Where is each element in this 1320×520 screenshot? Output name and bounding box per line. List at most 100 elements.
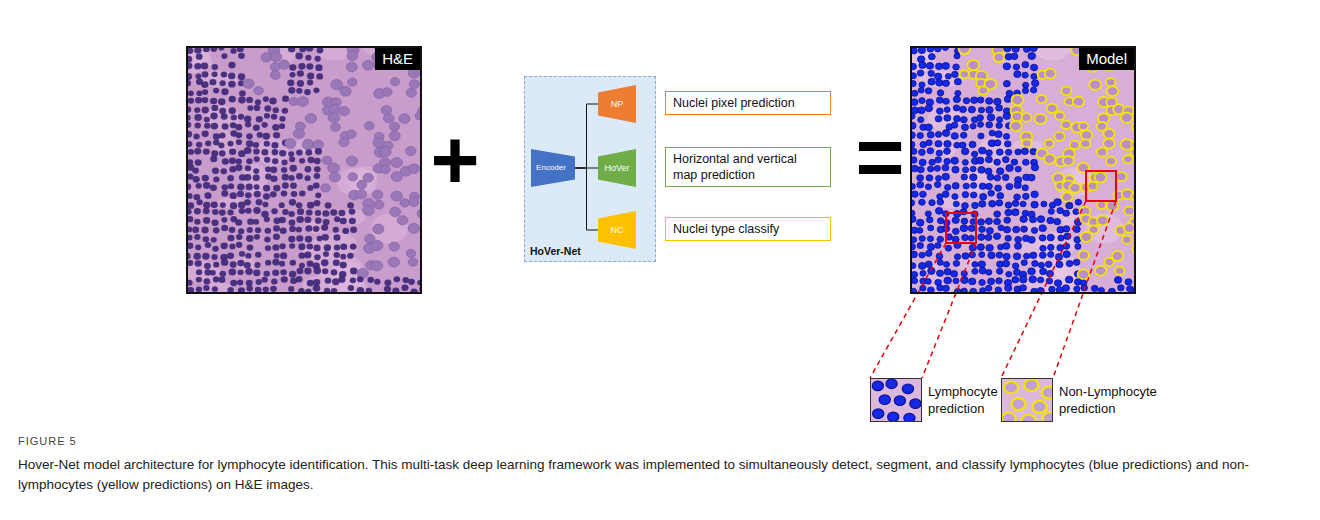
lymphocyte-nucleus bbox=[944, 140, 951, 147]
lymphocyte-nucleus bbox=[288, 151, 294, 157]
non-lymphocyte-nucleus bbox=[400, 199, 409, 207]
lymphocyte-nucleus bbox=[1030, 216, 1037, 222]
lymphocyte-nucleus bbox=[246, 235, 253, 242]
lymphocyte-nucleus bbox=[288, 236, 295, 243]
lymphocyte-nucleus bbox=[196, 142, 202, 148]
lymphocyte-nucleus bbox=[213, 88, 219, 94]
lymphocyte-nucleus bbox=[279, 116, 285, 122]
tissue-ground bbox=[910, 46, 1136, 294]
lymphocyte-nucleus bbox=[205, 242, 212, 248]
lymphocyte-nucleus bbox=[280, 228, 287, 234]
lymphocyte-nucleus bbox=[926, 175, 933, 181]
lymphocyte-nucleus bbox=[194, 148, 201, 155]
non-lymphocyte-nucleus bbox=[346, 156, 357, 166]
lymphocyte-nucleus bbox=[1023, 159, 1030, 165]
lymphocyte-nucleus bbox=[1038, 262, 1044, 268]
lymphocyte-nucleus bbox=[1022, 88, 1028, 94]
lymphocyte-nucleus bbox=[879, 395, 890, 405]
lymphocyte-nucleus bbox=[951, 71, 958, 77]
lymphocyte-nucleus bbox=[202, 89, 208, 95]
lymphocyte-nucleus bbox=[236, 234, 243, 240]
lymphocyte-nucleus bbox=[203, 285, 209, 291]
lymphocyte-nucleus bbox=[261, 149, 268, 155]
lymphocyte-nucleus bbox=[281, 167, 287, 173]
lymphocyte-nucleus bbox=[942, 165, 949, 171]
lymphocyte-nucleus bbox=[919, 236, 925, 242]
lymphocyte-nucleus bbox=[227, 141, 233, 147]
lymphocyte-nucleus bbox=[203, 148, 210, 154]
lymphocyte-nucleus bbox=[968, 225, 975, 231]
lymphocyte-nucleus bbox=[873, 409, 884, 419]
lymphocyte-nucleus bbox=[274, 253, 280, 259]
lymphocyte-nucleus bbox=[980, 194, 987, 201]
non-lymphocyte-nucleus bbox=[1124, 207, 1134, 216]
non-lymphocyte-nucleus bbox=[1073, 97, 1084, 107]
lymphocyte-nucleus bbox=[314, 166, 321, 172]
lymphocyte-nucleus bbox=[304, 216, 311, 222]
lymphocyte-nucleus bbox=[212, 286, 218, 292]
lymphocyte-nucleus bbox=[971, 97, 978, 104]
lymphocyte-nucleus bbox=[944, 148, 951, 154]
non-lymphocyte-nucleus bbox=[967, 60, 979, 70]
lymphocyte-nucleus bbox=[289, 220, 296, 226]
lymphocyte-nucleus bbox=[998, 225, 1004, 231]
non-lymphocyte-nucleus bbox=[1116, 172, 1126, 181]
non-lymphocyte-nucleus bbox=[389, 122, 399, 131]
lymphocyte-nucleus bbox=[334, 245, 340, 251]
lymphocyte-nucleus bbox=[917, 182, 924, 188]
lymphocyte-nucleus bbox=[986, 98, 993, 105]
lymphocyte-nucleus bbox=[204, 123, 211, 129]
lymphocyte-nucleus bbox=[306, 209, 313, 215]
lymphocyte-nucleus bbox=[350, 243, 357, 249]
lymphocyte-nucleus bbox=[945, 73, 951, 79]
lymphocyte-nucleus bbox=[349, 208, 356, 214]
lymphocyte-nucleus bbox=[196, 269, 202, 275]
non-lymphocyte-nucleus bbox=[1063, 156, 1074, 166]
lymphocyte-nucleus bbox=[925, 184, 931, 190]
lymphocyte-nucleus bbox=[937, 270, 944, 277]
lymphocyte-nucleus bbox=[1013, 226, 1020, 232]
lymphocyte-nucleus bbox=[253, 219, 259, 225]
lymphocyte-nucleus bbox=[1011, 53, 1018, 60]
lymphocyte-nucleus bbox=[928, 78, 935, 85]
lymphocyte-nucleus bbox=[1074, 286, 1080, 292]
non-lymphocyte-nucleus bbox=[348, 78, 358, 86]
lymphocyte-nucleus bbox=[314, 254, 320, 260]
lymphocyte-nucleus bbox=[288, 211, 294, 217]
lymphocyte-nucleus bbox=[313, 182, 320, 188]
lymphocyte-nucleus bbox=[943, 98, 950, 104]
tissue-patch bbox=[258, 137, 289, 166]
lymphocyte-nucleus bbox=[272, 244, 279, 250]
lymphocyte-nucleus bbox=[954, 78, 961, 84]
non-lymphocyte-nucleus bbox=[371, 261, 383, 271]
lymphocyte-nucleus bbox=[270, 191, 277, 197]
lymphocyte-nucleus bbox=[1063, 251, 1070, 258]
lymphocyte-nucleus bbox=[934, 165, 940, 171]
lymphocyte-nucleus bbox=[384, 280, 391, 286]
lymphocyte-nucleus bbox=[927, 148, 934, 154]
lymphocyte-nucleus bbox=[263, 286, 269, 292]
lymphocyte-nucleus bbox=[1020, 276, 1027, 283]
lymphocyte-nucleus bbox=[210, 270, 216, 276]
lymphocyte-nucleus bbox=[196, 90, 202, 96]
lymphocyte-nucleus bbox=[987, 174, 994, 180]
lymphocyte-nucleus bbox=[953, 201, 959, 207]
lymphocyte-nucleus bbox=[324, 244, 331, 251]
lymphocyte-nucleus bbox=[314, 173, 321, 179]
lymphocyte-nucleus bbox=[322, 210, 329, 216]
lymphocyte-nucleus bbox=[1048, 252, 1054, 258]
lymphocyte-nucleus bbox=[348, 285, 354, 291]
lymphocyte-nucleus bbox=[979, 183, 986, 189]
lymphocyte-nucleus bbox=[289, 271, 296, 278]
lymphocyte-nucleus bbox=[340, 218, 347, 225]
lymphocyte-nucleus bbox=[221, 217, 227, 223]
lymphocyte-nucleus bbox=[213, 227, 220, 233]
lymphocyte-nucleus bbox=[236, 139, 242, 145]
lymphocyte-nucleus bbox=[256, 279, 262, 285]
lymphocyte-nucleus bbox=[1002, 174, 1009, 180]
lymphocyte-nucleus bbox=[213, 262, 219, 268]
lymphocyte-nucleus bbox=[271, 142, 278, 149]
lymphocyte-nucleus bbox=[227, 210, 233, 216]
lymphocyte-nucleus bbox=[279, 217, 286, 224]
